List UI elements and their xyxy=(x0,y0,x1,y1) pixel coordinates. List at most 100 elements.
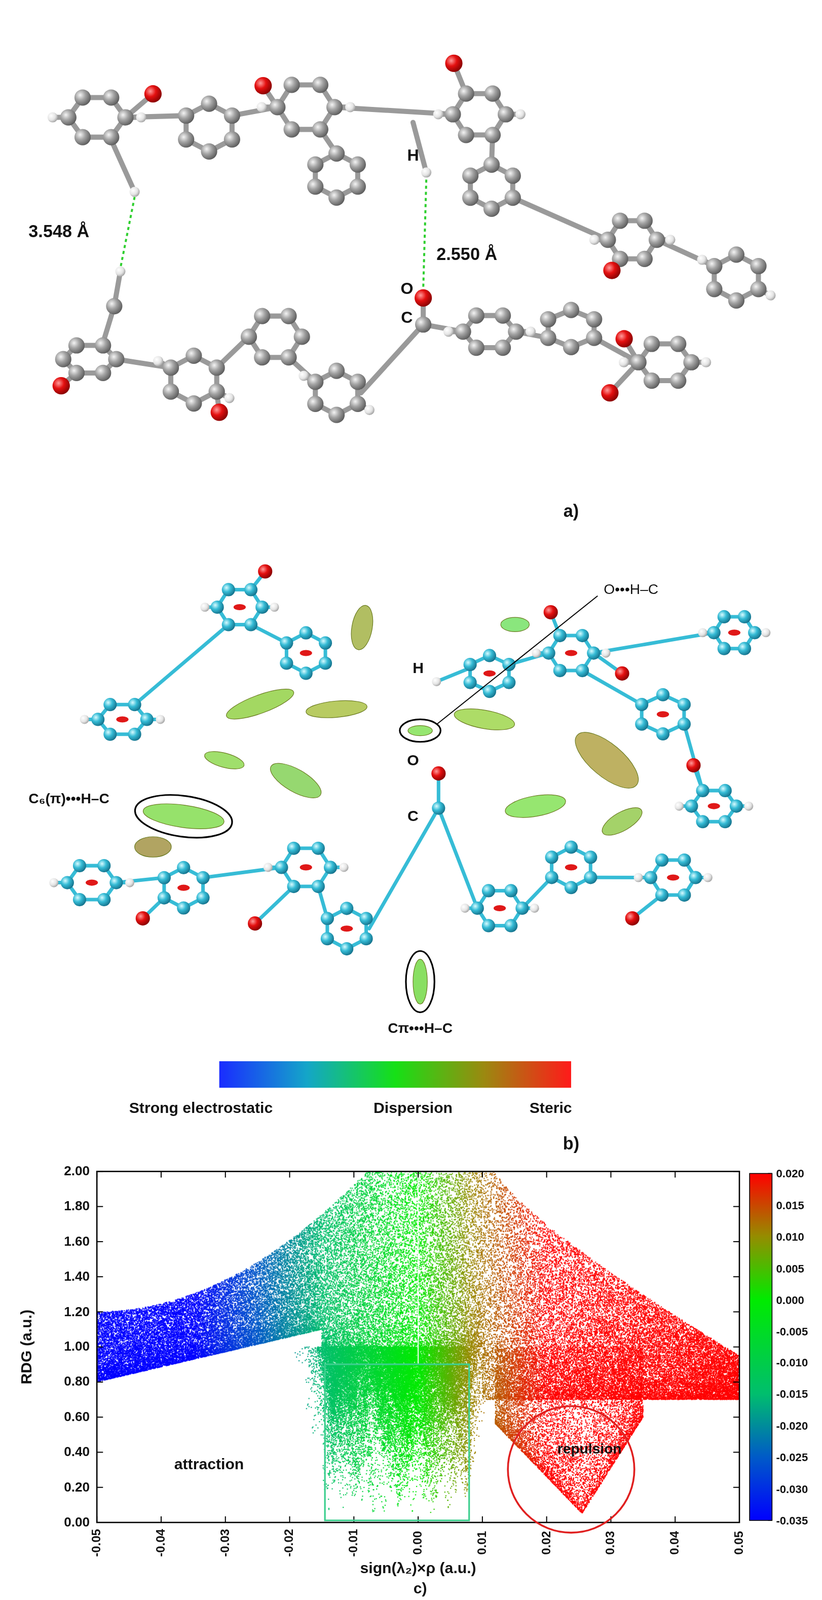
oxygen-atom xyxy=(254,77,272,95)
carbon-atom xyxy=(221,582,236,596)
hydrogen-atom xyxy=(633,872,644,882)
carbon-atom xyxy=(223,131,241,148)
carbon-atom xyxy=(583,850,597,864)
bond xyxy=(134,624,229,705)
carbon-atom xyxy=(157,891,171,905)
y-tick-label: 0.20 xyxy=(63,1479,90,1495)
scale-tick-label: 0.000 xyxy=(775,1293,804,1306)
hydrogen-atom xyxy=(421,167,432,178)
hydrogen-atom xyxy=(743,801,754,811)
carbon-atom xyxy=(103,697,117,712)
oxygen-atom xyxy=(414,289,432,307)
hydrogen-atom xyxy=(339,862,349,872)
y-tick xyxy=(96,1486,103,1488)
carbon-atom xyxy=(244,617,258,631)
carbon-atom xyxy=(240,328,257,345)
y-tick-label: 2.00 xyxy=(63,1164,90,1179)
x-tick xyxy=(546,1516,548,1523)
y-tick xyxy=(96,1241,103,1243)
bond xyxy=(116,877,164,883)
carbon-atom xyxy=(585,329,603,347)
carbon-atom xyxy=(750,257,767,275)
x-tick-label: 0.00 xyxy=(411,1530,426,1555)
ring-critical-surface xyxy=(116,716,129,723)
carbon-atom xyxy=(307,178,324,195)
ring-critical-surface xyxy=(177,884,190,891)
carbon-atom xyxy=(157,871,171,885)
scale-tick-label: 0.015 xyxy=(775,1198,804,1211)
oxygen-atom xyxy=(210,403,229,421)
carbon-atom xyxy=(684,799,698,813)
hydrogen-atom xyxy=(269,602,279,612)
ring-critical-surface xyxy=(565,650,578,657)
x-tick xyxy=(674,1516,676,1523)
carbon-atom xyxy=(458,126,475,143)
carbon-atom xyxy=(553,628,567,643)
carbon-atom xyxy=(545,870,559,884)
scale-label: Strong electrostatic xyxy=(129,1099,273,1117)
carbon-atom xyxy=(72,858,87,873)
molecule-nci-b xyxy=(49,564,771,1004)
y-tick xyxy=(96,1416,103,1418)
carbon-atom xyxy=(102,128,120,145)
carbon-atom xyxy=(286,841,301,855)
carbon-atom xyxy=(575,628,589,643)
x-tick-label: 0.03 xyxy=(604,1530,618,1555)
carbon-atom xyxy=(705,257,723,275)
hydrogen-atom xyxy=(765,290,776,301)
oxygen-atom xyxy=(603,261,621,279)
y-tick xyxy=(96,1451,103,1453)
molecule-dimer-a xyxy=(47,54,776,424)
ring-critical-surface xyxy=(300,864,313,871)
x-tick-label: 0.04 xyxy=(668,1530,683,1555)
color-bar xyxy=(219,1061,572,1088)
hydrogen-atom xyxy=(601,648,611,658)
carbon-atom xyxy=(299,626,313,640)
carbon-atom xyxy=(482,648,497,662)
carbon-atom xyxy=(677,888,691,902)
ring-critical-surface xyxy=(728,629,741,636)
carbon-atom xyxy=(318,656,332,670)
hydrogen-atom xyxy=(200,602,210,612)
region-label: attraction xyxy=(174,1455,245,1473)
carbon-atom xyxy=(128,727,142,741)
carbon-atom xyxy=(677,853,691,867)
x-tick xyxy=(289,1171,291,1178)
ring-critical-surface xyxy=(300,650,313,657)
carbon-atom xyxy=(253,308,271,325)
carbon-atom xyxy=(484,85,501,102)
x-tick xyxy=(546,1171,548,1178)
hydrogen-atom xyxy=(263,862,273,872)
y-tick xyxy=(733,1381,740,1383)
interaction-label: Cπ•••H–C xyxy=(387,1020,453,1037)
carbon-atom xyxy=(349,178,366,195)
carbon-atom xyxy=(656,688,670,702)
carbon-atom xyxy=(655,888,669,902)
axis-title: RDG (a.u.) xyxy=(18,1309,35,1385)
x-tick-label: -0.05 xyxy=(90,1528,104,1557)
x-tick xyxy=(417,1171,419,1178)
carbon-atom xyxy=(340,942,354,956)
y-tick xyxy=(733,1241,740,1243)
hydrogen-atom xyxy=(115,266,126,277)
bond xyxy=(512,197,609,240)
carbon-atom xyxy=(484,126,501,143)
x-tick xyxy=(160,1171,162,1178)
nci-isosurface xyxy=(265,756,327,805)
carbon-atom xyxy=(97,858,111,873)
carbon-atom xyxy=(462,189,479,206)
carbon-atom xyxy=(494,307,511,324)
y-tick-label: 0.00 xyxy=(63,1515,90,1530)
y-tick-label: 0.80 xyxy=(63,1374,90,1390)
repulsion-circle xyxy=(507,1405,635,1533)
scale-tick-label: -0.025 xyxy=(775,1450,808,1464)
distance-label: 3.548 Å xyxy=(28,222,90,243)
carbon-atom xyxy=(328,145,345,162)
carbon-atom xyxy=(97,892,111,907)
scale-tick-label: 0.005 xyxy=(775,1261,804,1275)
carbon-atom xyxy=(128,697,142,712)
y-tick xyxy=(96,1206,103,1208)
carbon-atom xyxy=(481,883,496,898)
y-tick-label: 1.80 xyxy=(63,1199,90,1214)
hydrogen-atom xyxy=(525,326,536,337)
